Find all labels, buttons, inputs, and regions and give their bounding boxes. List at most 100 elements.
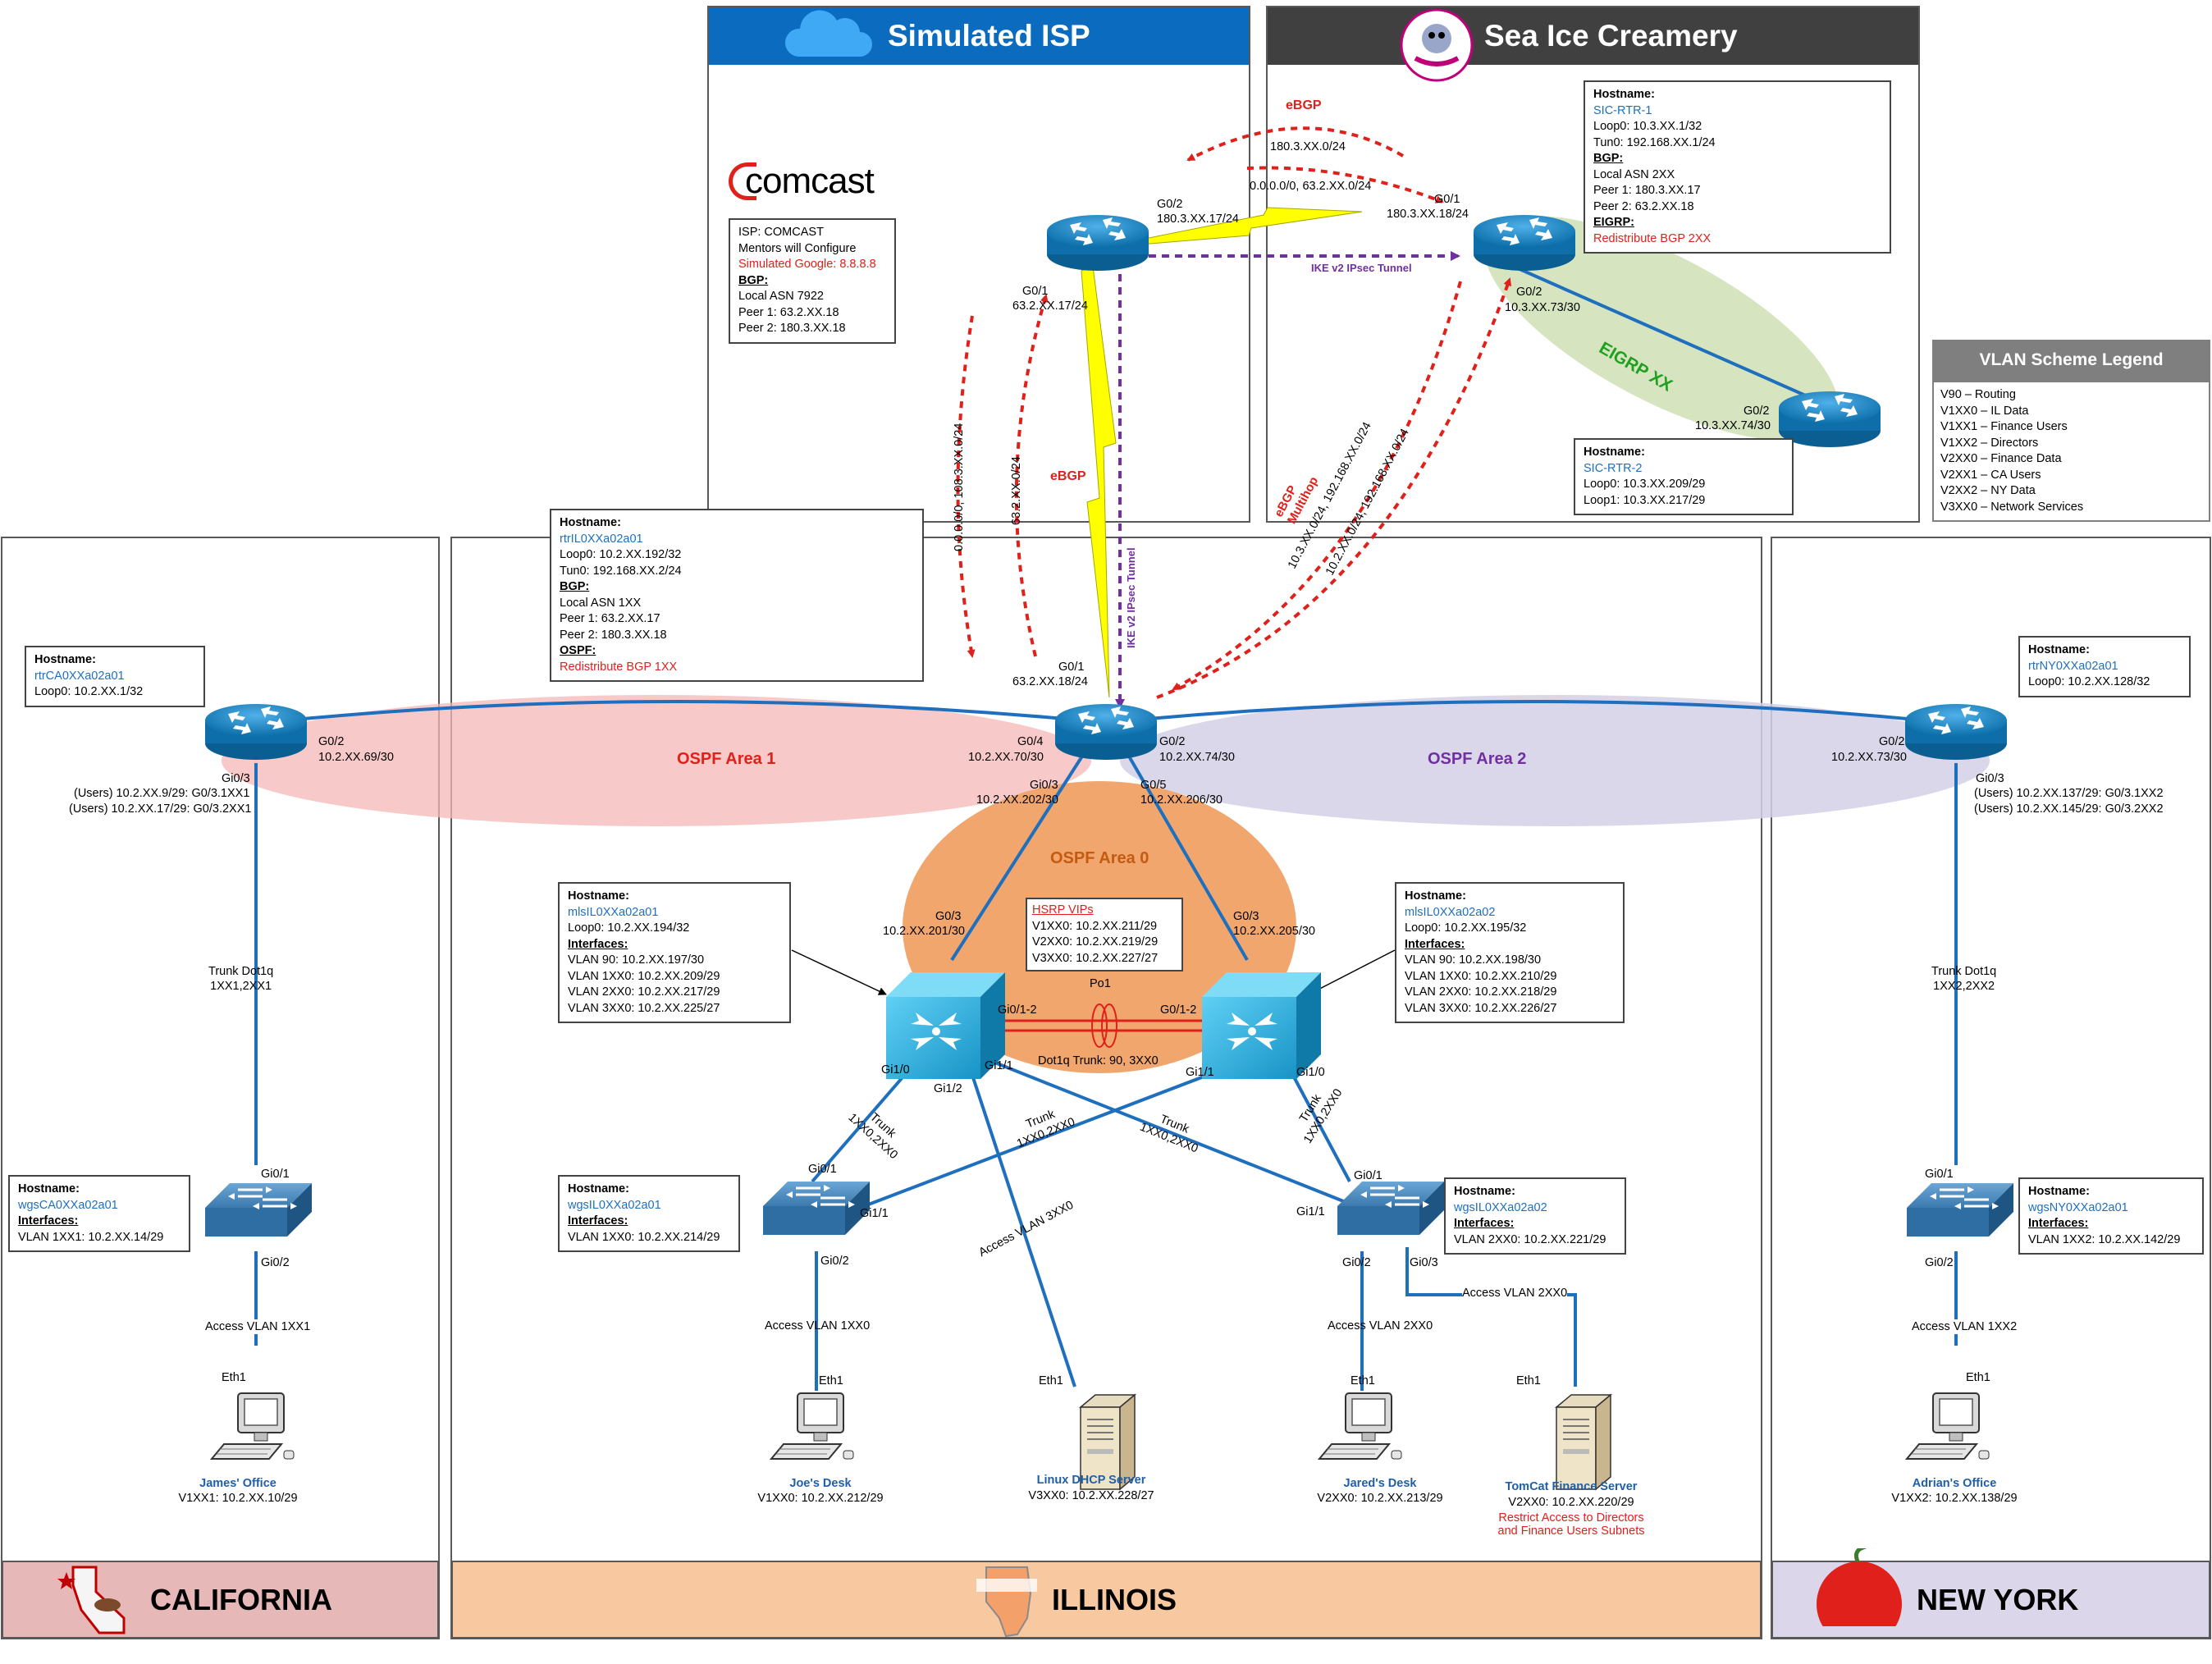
ca-users1: (Users) 10.2.XX.9/29: G0/3.1XX1	[74, 787, 250, 800]
ny-router-icon[interactable]	[1905, 704, 2007, 760]
ny-trunk-label: Trunk Dot1q 1XX2,2XX2	[1931, 965, 1997, 993]
il-g04-ip: 10.2.XX.70/30	[968, 751, 1044, 764]
mls1-gi12: Gi1/2	[934, 1082, 962, 1095]
isp-info-line: ISP: COMCAST	[738, 226, 824, 239]
info-line: Tun0: 192.168.XX.1/24	[1593, 135, 1716, 149]
isp-info-line: Local ASN 7922	[738, 290, 824, 303]
link-mls1-wgs1	[811, 1057, 921, 1183]
jared-ip: V2XX0: 10.2.XX.213/29	[1317, 1492, 1443, 1505]
info-line: Hostname:	[568, 1182, 629, 1195]
info-line: V3XX0: 10.2.XX.227/27	[1032, 951, 1159, 965]
info-line: wgsIL0XXa02a02	[1454, 1200, 1547, 1214]
info-line: V2XX0: 10.2.XX.219/29	[1032, 935, 1159, 949]
ca-router-info-box: Hostname: rtrCA0XXa02a01 Loop0: 10.2.XX.…	[25, 646, 205, 707]
sic-rtr2-icon[interactable]	[1779, 391, 1881, 447]
info-line: Interfaces:	[568, 937, 628, 951]
info-line: Hostname:	[560, 516, 621, 529]
comcast-logo: comcast	[729, 161, 875, 202]
isp-info-line: Simulated Google: 8.8.8.8	[738, 258, 876, 271]
info-line: Interfaces:	[1405, 937, 1465, 951]
ny-gi03-label: Gi0/3	[1976, 772, 2004, 785]
access-2xx0a-label: Access VLAN 2XX0	[1328, 1319, 1433, 1333]
legend-item: V3XX0 – Network Services	[1940, 500, 2084, 514]
info-line: Hostname:	[1584, 446, 1645, 459]
joe-name: Joe's Desk	[789, 1477, 852, 1490]
legend-item: V90 – Routing	[1940, 388, 2016, 401]
sic-g01-ip: 180.3.XX.18/24	[1387, 208, 1469, 221]
illinois-state-icon	[976, 1566, 1037, 1638]
info-line: Loop0: 10.2.XX.192/32	[560, 548, 682, 561]
isp-info-box: ISP: COMCAST Mentors will Configure Simu…	[729, 218, 896, 344]
ca-router-icon[interactable]	[205, 704, 307, 760]
james-name: James' Office	[199, 1477, 276, 1490]
ospf-area2-label: OSPF Area 2	[1428, 750, 1527, 768]
info-line: Loop0: 10.2.XX.194/32	[568, 921, 690, 935]
mls2-g03-ip: 10.2.XX.205/30	[1233, 925, 1315, 938]
adrian-name: Adrian's Office	[1912, 1477, 1997, 1490]
ny-users1: (Users) 10.2.XX.137/29: G0/3.1XX2	[1974, 787, 2164, 800]
ike-vert-label: IKE v2 IPsec Tunnel	[1125, 547, 1137, 648]
po-left-label: Gi0/1-2	[998, 1003, 1037, 1017]
ca-users2: (Users) 10.2.XX.17/29: G0/3.2XX1	[69, 802, 252, 816]
apple-icon	[1817, 1548, 1902, 1626]
mls1-gi11: Gi1/1	[985, 1059, 1013, 1072]
ny-access-label: Access VLAN 1XX2	[1912, 1319, 2018, 1334]
dhcp-name: Linux DHCP Server	[1036, 1474, 1146, 1487]
links	[254, 249, 1958, 1391]
ospf-area2-zone	[1120, 695, 1990, 826]
il-g04-label: G0/4	[1017, 735, 1044, 748]
wgs2-gi02: Gi0/2	[1342, 1256, 1371, 1269]
link-mls1-wgs2	[984, 1057, 1367, 1212]
ospf-area1-zone	[222, 695, 1091, 826]
sic-rtr1-info-box: Hostname: SIC-RTR-1 Loop0: 10.3.XX.1/32 …	[1584, 80, 1891, 254]
sic-g02-ip: 10.3.XX.73/30	[1505, 301, 1580, 314]
mls2-gi11: Gi1/1	[1186, 1066, 1214, 1079]
info-line: OSPF:	[560, 644, 596, 657]
link-mls2-wgs2	[1282, 1058, 1351, 1182]
info-line: mlsIL0XXa02a02	[1405, 905, 1496, 919]
info-line: Peer 2: 63.2.XX.18	[1593, 199, 1694, 213]
legend-item: V2XX1 – CA Users	[1940, 468, 2041, 482]
isp-title: Simulated ISP	[888, 19, 1090, 53]
info-line: rtrIL0XXa02a01	[560, 532, 643, 546]
sic-title: Sea Ice Creamery	[1484, 19, 1738, 53]
info-line: Hostname:	[568, 889, 629, 903]
illinois-footer-label: ILLINOIS	[1052, 1582, 1177, 1616]
isp-header: Simulated ISP	[709, 7, 1249, 65]
link-sic1-sic2	[1476, 249, 1830, 408]
isp-router-icon[interactable]	[1047, 215, 1149, 271]
info-line: BGP:	[1593, 152, 1624, 165]
info-line: BGP:	[560, 580, 590, 593]
illinois-footer: ILLINOIS	[451, 1561, 1762, 1639]
ca-g02-ip: 10.2.XX.69/30	[318, 751, 394, 764]
mls1-info-box: Hostname: mlsIL0XXa02a01 Loop0: 10.2.XX.…	[558, 882, 791, 1023]
eth1-joe: Eth1	[819, 1374, 843, 1387]
info-line: Interfaces:	[2028, 1217, 2089, 1230]
legend-item: V2XX0 – Finance Data	[1940, 452, 2062, 465]
info-line: Interfaces:	[568, 1214, 628, 1227]
tomcat-server-icon[interactable]	[1556, 1394, 1611, 1490]
comcast-c-mark	[729, 162, 756, 200]
info-line: V1XX0: 10.2.XX.211/29	[1032, 919, 1158, 933]
wgs-il1-info-box: Hostname: wgsIL0XXa02a01 Interfaces: VLA…	[558, 1175, 740, 1252]
sic-rtr1-icon[interactable]	[1474, 215, 1575, 271]
james-ip: V1XX1: 10.2.XX.10/29	[178, 1492, 298, 1505]
il-router-icon[interactable]	[1055, 704, 1157, 760]
link-mls2-wgs1	[852, 1057, 1252, 1212]
info-line: Hostname:	[18, 1182, 80, 1195]
serial-isp-sic	[1140, 207, 1363, 245]
isp-info-line: Peer 1: 63.2.XX.18	[738, 305, 839, 319]
il-g05-ip: 10.2.XX.206/30	[1140, 793, 1223, 807]
info-line: VLAN 1XX2: 10.2.XX.142/29	[2028, 1232, 2181, 1246]
ebgp-arcs	[956, 126, 1512, 699]
newyork-footer-label: NEW YORK	[1917, 1582, 2079, 1616]
info-line: Hostname:	[34, 653, 96, 666]
info-line: VLAN 2XX0: 10.2.XX.218/29	[1405, 985, 1557, 999]
rtr2-g02-label: G0/2	[1744, 405, 1770, 418]
info-line: Local ASN 2XX	[1593, 167, 1675, 181]
vlan-legend-box: V90 – Routing V1XX0 – IL Data V1XX1 – Fi…	[1932, 381, 2210, 522]
ny-g02-label: G0/2	[1879, 735, 1905, 748]
mls2-icon[interactable]	[1202, 972, 1321, 1079]
newyork-panel	[1771, 537, 2211, 1639]
wgs1-gi01: Gi0/1	[808, 1163, 837, 1176]
